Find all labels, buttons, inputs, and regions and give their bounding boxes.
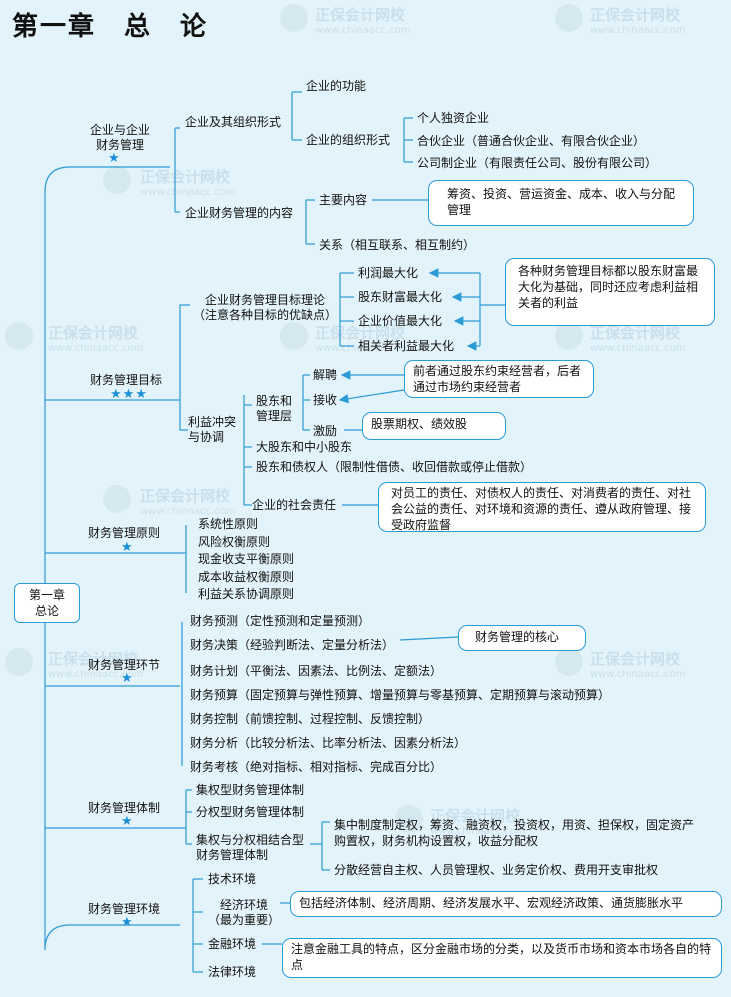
form-item: 公司制企业（有限责任公司、股份有限公司）	[417, 156, 658, 170]
node-incentive: 激励	[313, 424, 338, 438]
section-environment: 财务管理环境	[88, 902, 161, 916]
link-item: 财务预算（固定预算与弹性预算、增量预算与零基预算、定期预算与滚动预算）	[190, 688, 611, 702]
node-conflict: 利益冲突 与协调	[188, 415, 237, 444]
link-item: 财务预测（定性预测和定量预测）	[190, 614, 371, 628]
node-main: 主要内容	[319, 193, 368, 207]
form-item: 合伙企业（普通合伙企业、有限合伙企业）	[417, 134, 646, 148]
node-function: 企业的功能	[306, 79, 367, 93]
csr-box: 对员工的责任、对债权人的责任、对消费者的责任、对社会公益的责任、对环境和资源的责…	[378, 482, 706, 532]
link-item: 财务决策（经验判断法、定量分析法）	[190, 638, 395, 652]
goal-item: 股东财富最大化	[358, 290, 443, 304]
node-org: 企业及其组织形式	[185, 115, 282, 129]
node-org-forms: 企业的组织形式	[306, 133, 391, 147]
link-item: 财务分析（比较分析法、比率分析法、因素分析法）	[190, 736, 467, 750]
central-powers: 集中制度制定权，筹资、融资权，投资权，用资、担保权，固定资产购置权，财务机构设置…	[334, 818, 695, 848]
node-goal-theory: 企业财务管理目标理论 （注意各种目标的优缺点）	[193, 293, 338, 322]
env-tech: 技术环境	[208, 872, 257, 886]
goal-item: 相关者利益最大化	[358, 339, 455, 353]
node-shareholder-manager: 股东和 管理层	[256, 394, 293, 423]
principle-item: 系统性原则	[198, 517, 259, 531]
section-goals: 财务管理目标	[90, 373, 163, 387]
decentral-powers: 分散经营自主权、人员管理权、业务定价权、费用开支审批权	[334, 863, 659, 877]
goal-item: 企业价值最大化	[358, 314, 443, 328]
env-econ: 经济环境 （最为重要）	[208, 898, 281, 927]
star-rating: ★	[121, 814, 134, 829]
node-content: 企业财务管理的内容	[185, 206, 294, 220]
star-rating: ★	[121, 540, 134, 555]
form-item: 个人独资企业	[417, 111, 490, 125]
link-item: 财务计划（平衡法、因素法、比例法、定额法）	[190, 664, 443, 678]
node-takeover: 接收	[313, 393, 338, 407]
goals-note-box: 各种财务管理目标都以股东财富最大化为基础，同时还应考虑利益相关者的利益	[505, 258, 715, 326]
section-links: 财务管理环节	[88, 658, 161, 672]
section-system: 财务管理体制	[88, 801, 161, 815]
fin-box: 注意金融工具的特点，区分金融市场的分类，以及货币市场和资本市场各自的特点	[282, 938, 722, 978]
star-rating: ★★★	[110, 387, 148, 402]
system-item: 集权与分权相结合型 财务管理体制	[196, 833, 305, 862]
system-item: 分权型财务管理体制	[196, 805, 305, 819]
principle-item: 利益关系协调原则	[198, 587, 295, 601]
link-item: 财务考核（绝对指标、相对指标、完成百分比）	[190, 760, 443, 774]
link-item: 财务控制（前馈控制、过程控制、反馈控制）	[190, 712, 431, 726]
node-dismiss: 解聘	[313, 368, 338, 382]
principle-item: 现金收支平衡原则	[198, 552, 295, 566]
env-law: 法律环境	[208, 965, 257, 979]
section-principles: 财务管理原则	[88, 526, 161, 540]
node-relation: 关系（相互联系、相互制约）	[319, 238, 476, 252]
page-title: 第一章 总 论	[12, 12, 209, 42]
star-rating: ★	[121, 671, 134, 686]
core-box: 财务管理的核心	[458, 625, 586, 651]
dismiss-takeover-box: 前者通过股东约束经营者，后者通过市场约束经营者	[404, 360, 594, 398]
system-item: 集权型财务管理体制	[196, 783, 305, 797]
node-creditor: 股东和债权人（限制性借债、收回借款或停止借款）	[256, 460, 533, 474]
section-enterprise: 企业与企业 财务管理	[90, 123, 151, 152]
goal-item: 利润最大化	[358, 266, 419, 280]
node-big-small: 大股东和中小股东	[256, 440, 353, 454]
principle-item: 风险权衡原则	[198, 535, 271, 549]
incentive-box: 股票期权、绩效股	[362, 412, 506, 440]
node-csr: 企业的社会责任	[252, 498, 337, 512]
env-fin: 金融环境	[208, 937, 257, 951]
root-node: 第一章 总论	[14, 583, 80, 623]
star-rating: ★	[121, 915, 134, 930]
principle-item: 成本收益权衡原则	[198, 570, 295, 584]
econ-box: 包括经济体制、经济周期、经济发展水平、宏观经济政策、通货膨胀水平	[290, 891, 722, 917]
star-rating: ★	[108, 151, 121, 166]
main-content-box: 筹资、投资、营运资金、成本、收入与分配管理	[428, 180, 694, 226]
